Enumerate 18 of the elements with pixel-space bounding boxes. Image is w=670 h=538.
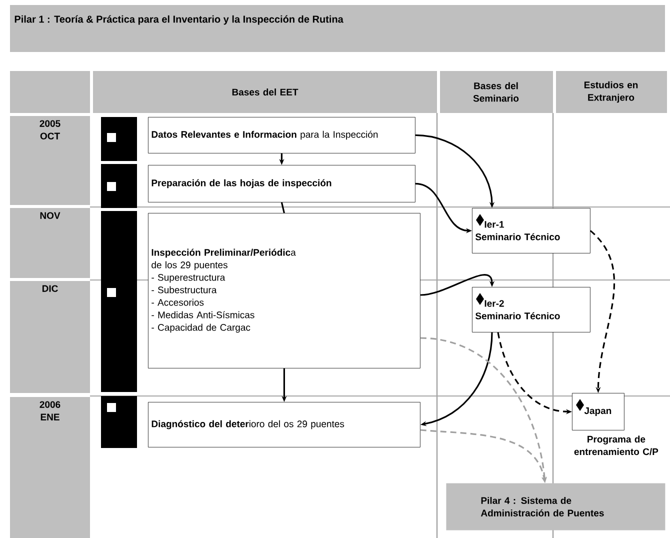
node-caption: Programa de entrenamiento C/P: [574, 436, 658, 456]
process-box: Datos Relevantes e Informacion para la Inspección: [148, 117, 416, 154]
process-box: Diagnóstico del deterioro del os 29 puentes: [148, 402, 420, 448]
header-cell: Estudios en Extranjero: [556, 71, 667, 113]
pillar-band: Pilar 4 : Sistema de Administración de Puentes: [446, 483, 666, 530]
seminar-box: Ier-2 Seminario Técnico: [472, 287, 590, 332]
month-cell: NOV: [10, 208, 90, 278]
header-cell: Bases del Seminario: [440, 71, 553, 113]
month-cell: 2006 ENE: [10, 397, 90, 538]
process-box: Inspección Preliminar/Periódica de los 29 puentes - Superestructura - Subestructura - Accesorios - Medidas Anti-Sísmicas - Capacidad de Cargac: [148, 213, 420, 368]
month-cell: DIC: [10, 281, 90, 393]
seminar-box: Ier-1 Seminario Técnico: [472, 208, 590, 254]
training-box: Japan: [572, 393, 624, 430]
title-band: Pilar 1 : Teoría & Práctica para el Inventario y la Inspección de Rutina: [10, 5, 665, 52]
process-box: Preparación de las hojas de inspección: [148, 165, 416, 202]
header-cell: Bases del EET: [93, 71, 437, 113]
arrow: [420, 274, 495, 296]
month-cell: 2005 OCT: [10, 116, 90, 205]
